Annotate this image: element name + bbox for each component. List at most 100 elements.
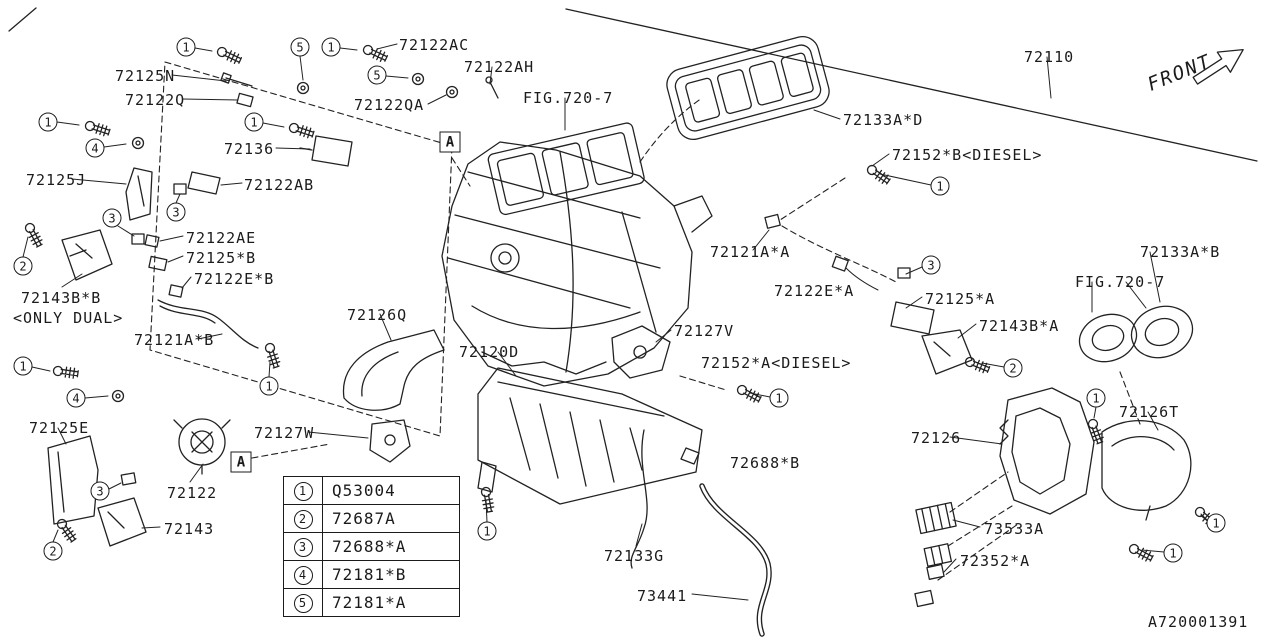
callout-4: 4: [85, 138, 105, 158]
callout-2: 2: [43, 541, 63, 561]
legend-callout-1: 1: [293, 481, 313, 501]
part-72126q: [342, 329, 445, 411]
part-label-72122e-a: 72122E*A: [774, 282, 855, 300]
part-label-72133a-d: 72133A*D: [843, 111, 924, 129]
callout-2: 2: [1003, 358, 1023, 378]
leader-lines: [22, 43, 1208, 601]
left-small-parts: [61, 72, 499, 486]
legend-part-72688-a: 72688*A: [322, 532, 460, 561]
wire-72133g: [630, 429, 648, 569]
right-small-parts: [764, 213, 973, 375]
part-label-fig-720-7: FIG.720-7: [523, 89, 614, 107]
part-label-72143b-b: 72143B*B: [21, 289, 102, 307]
part-label-fig-720-7: FIG.720-7: [1075, 273, 1166, 291]
callout-3: 3: [166, 202, 186, 222]
callout-4: 4: [66, 388, 86, 408]
part-72120d: [477, 367, 703, 505]
part-label-73533a: 73533A: [984, 520, 1045, 538]
legend-callout-3: 3: [293, 537, 313, 557]
part-label-72136: 72136: [224, 140, 275, 158]
intake-frame-part: [487, 122, 645, 216]
callout-1: 1: [930, 176, 950, 196]
part-label-72126q: 72126Q: [347, 306, 408, 324]
part-label-72143: 72143: [164, 520, 215, 538]
part-label-72122q: 72122Q: [125, 91, 186, 109]
hose-73441-inner: [700, 484, 771, 636]
legend-num-cell: 4: [283, 560, 323, 589]
callout-1: 1: [13, 356, 33, 376]
legend-row: 2 72687A: [283, 504, 460, 533]
callout-3: 3: [102, 208, 122, 228]
part-label-72120d: 72120D: [459, 343, 520, 361]
legend-callout-4: 4: [293, 565, 313, 585]
part-label-72133a-b: 72133A*B: [1140, 243, 1221, 261]
callout-1: 1: [1206, 513, 1226, 533]
part-label-72122ae: 72122AE: [186, 229, 257, 247]
connector-parts: [914, 501, 957, 608]
legend-part-q53004: Q53004: [322, 476, 460, 505]
callout-1: 1: [1163, 543, 1183, 563]
part-label-72125e: 72125E: [29, 419, 90, 437]
dashed-lines: [149, 61, 1141, 581]
callout-1: 1: [477, 521, 497, 541]
part-label-72352-a: 72352*A: [960, 552, 1031, 570]
legend-row: 1 Q53004: [283, 476, 460, 505]
callout-3: 3: [921, 255, 941, 275]
front-arrow-icon: [1192, 49, 1244, 85]
callout-1: 1: [321, 37, 341, 57]
legend-num-cell: 5: [283, 588, 323, 617]
legend-num-cell: 2: [283, 504, 323, 533]
grommets: [111, 72, 459, 403]
part-label-72122ab: 72122AB: [244, 176, 315, 194]
drawing-number: A720001391: [1148, 613, 1249, 631]
part-label-72122ac: 72122AC: [399, 36, 470, 54]
part-label-only-dual: <ONLY DUAL>: [13, 309, 124, 327]
part-72127v: [611, 325, 671, 379]
part-label-72127v: 72127V: [674, 322, 735, 340]
gasket-rings: [1078, 305, 1194, 363]
panel-edge-line: [8, 7, 37, 32]
heater-unit-body: [441, 141, 713, 387]
detail-marker-a: A: [439, 131, 461, 153]
callout-1: 1: [244, 112, 264, 132]
callout-5: 5: [367, 65, 387, 85]
part-label-72122e-b: 72122E*B: [194, 270, 275, 288]
legend-callout-2: 2: [293, 509, 313, 529]
part-label-72125j: 72125J: [26, 171, 87, 189]
legend-callout-5: 5: [293, 593, 313, 613]
legend-num-cell: 1: [283, 476, 323, 505]
part-label-72152-a-diesel: 72152*A<DIESEL>: [701, 354, 852, 372]
callout-1: 1: [1086, 388, 1106, 408]
part-label-72127w: 72127W: [254, 424, 315, 442]
legend-row: 5 72181*A: [283, 588, 460, 617]
part-label-72125-b: 72125*B: [186, 249, 257, 267]
legend-part-72181-a: 72181*A: [322, 588, 460, 617]
part-72126t: [1101, 420, 1192, 521]
callout-3: 3: [90, 481, 110, 501]
part-label-72143b-a: 72143B*A: [979, 317, 1060, 335]
part-label-72122: 72122: [167, 484, 218, 502]
legend-num-cell: 3: [283, 532, 323, 561]
legend-part-72687a: 72687A: [322, 504, 460, 533]
part-72126: [999, 387, 1095, 515]
callout-2: 2: [13, 256, 33, 276]
callout-1: 1: [769, 388, 789, 408]
part-label-72122ah: 72122AH: [464, 58, 535, 76]
legend-row: 3 72688*A: [283, 532, 460, 561]
part-72127w: [369, 419, 411, 463]
part-label-72121a-a: 72121A*A: [710, 243, 791, 261]
detail-marker-a: A: [230, 451, 252, 473]
part-label-72110: 72110: [1024, 48, 1075, 66]
callout-1: 1: [176, 37, 196, 57]
clamp-72688b: [680, 447, 700, 465]
part-label-73441: 73441: [637, 587, 688, 605]
callout-1: 1: [38, 112, 58, 132]
part-label-72688-b: 72688*B: [730, 454, 801, 472]
part-label-72125-a: 72125*A: [925, 290, 996, 308]
part-label-72133g: 72133G: [604, 547, 665, 565]
